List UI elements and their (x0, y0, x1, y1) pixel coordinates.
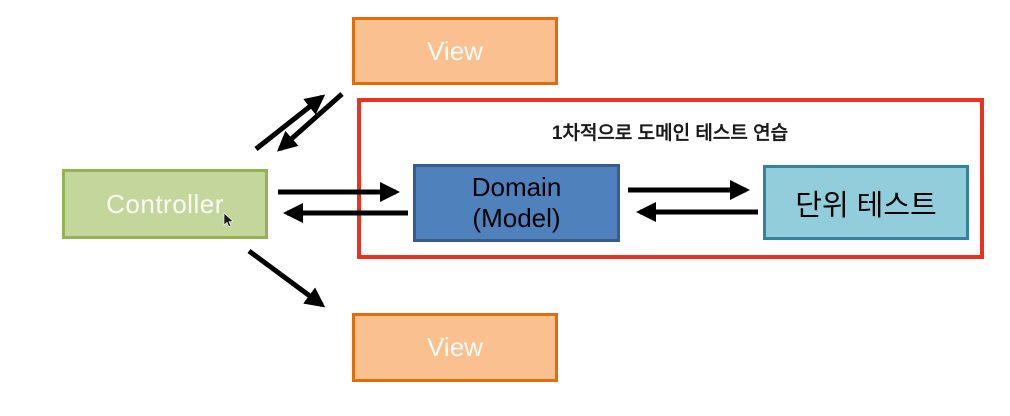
mouse-cursor-icon (223, 213, 234, 227)
view-bottom-label: View (427, 332, 483, 362)
controller-label: Controller (106, 188, 224, 219)
annotation-text: 1차적으로 도메인 테스트 연습 (551, 123, 789, 144)
view-bottom-box: View (352, 313, 558, 382)
unit-test-label: 단위 테스트 (795, 189, 937, 222)
arrow-controller-to-view-top (254, 94, 326, 151)
domain-label-line1: Domain (471, 172, 562, 202)
domain-label-line2: (Model) (472, 203, 561, 233)
unit-test-box: 단위 테스트 (763, 165, 969, 240)
arrow-view-top-to-controller (277, 92, 344, 152)
view-top-box: View (352, 17, 558, 85)
controller-box: Controller (62, 169, 268, 239)
domain-model-box: Domain (Model) (413, 164, 620, 242)
view-top-label: View (427, 35, 483, 66)
arrow-controller-to-view-bottom (247, 248, 326, 308)
highlight-frame (357, 98, 984, 259)
